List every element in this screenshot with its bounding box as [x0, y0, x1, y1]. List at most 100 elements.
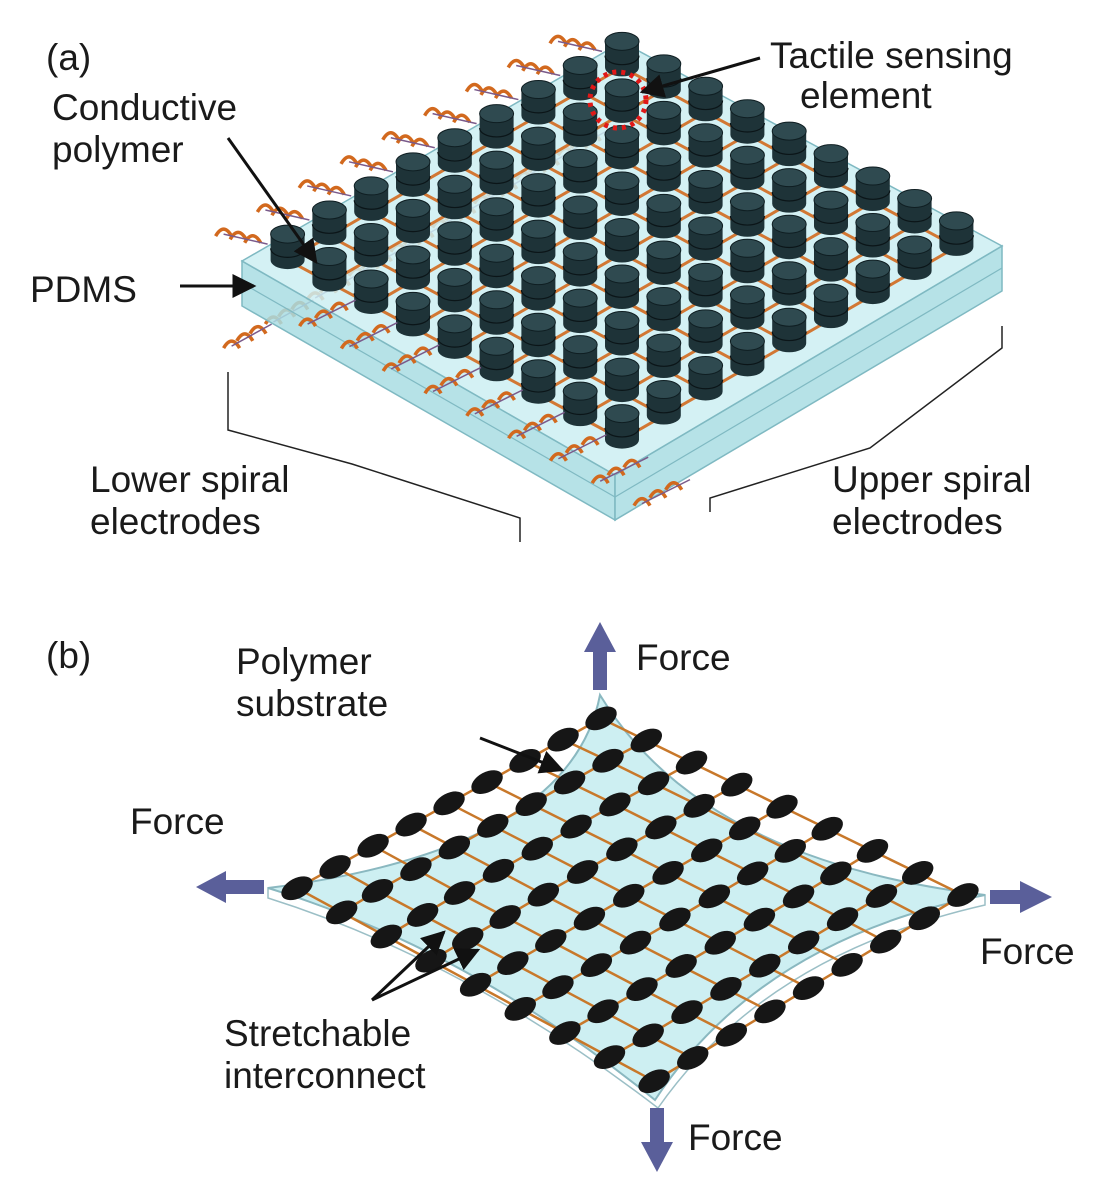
- element-band: [688, 240, 724, 250]
- arrow-stem-up: [593, 650, 607, 690]
- tactile-element: [479, 336, 515, 382]
- sensor-element: [325, 900, 358, 925]
- element-body: [814, 293, 848, 329]
- element-top: [604, 404, 640, 424]
- polymer-label-line1: Polymer: [236, 641, 372, 682]
- element-band: [604, 195, 640, 205]
- electrode-coil: [521, 62, 541, 72]
- element-band: [813, 307, 849, 318]
- element-top: [395, 291, 431, 311]
- electrode-coil: [354, 158, 374, 169]
- element-body: [521, 275, 556, 311]
- tactile-element: [813, 237, 849, 282]
- sensor-element: [721, 772, 753, 797]
- tactile-element: [813, 144, 849, 189]
- element-band: [771, 145, 807, 156]
- electrode-coil: [590, 474, 610, 485]
- element-top: [688, 123, 724, 143]
- panel-b-tag: (b): [46, 635, 91, 676]
- element-body: [688, 318, 723, 354]
- element-band: [688, 193, 724, 204]
- tactile-element: [353, 176, 389, 221]
- element-body: [521, 136, 556, 172]
- tactile-element: [855, 259, 891, 305]
- element-top: [646, 380, 682, 400]
- sensor-element: [754, 999, 786, 1024]
- sensor-element: [400, 857, 432, 882]
- electrode-coil: [522, 421, 542, 432]
- element-band: [437, 198, 473, 209]
- arrow-head-up: [584, 622, 616, 652]
- tactile-element: [437, 221, 473, 266]
- element-band: [813, 167, 849, 178]
- lower-electrode-tail: [222, 323, 272, 350]
- element-body: [897, 244, 932, 280]
- tactile-element: [562, 195, 598, 241]
- element-body: [605, 180, 639, 216]
- sensor-element: [869, 929, 902, 954]
- electrode-wire: [390, 344, 440, 370]
- electrode-wire: [557, 40, 603, 53]
- element-band: [646, 357, 682, 367]
- sensor-element: [515, 792, 547, 817]
- sensor-element: [361, 878, 394, 903]
- element-body: [646, 110, 681, 146]
- tactile-element: [479, 150, 515, 196]
- tactile-label-line1: Tactile sensing: [770, 35, 1013, 76]
- force-label-bottom: Force: [688, 1117, 783, 1158]
- arrow-head-right: [1020, 881, 1052, 913]
- element-top: [562, 195, 598, 215]
- sensor-element: [357, 833, 389, 858]
- electrode-coil: [381, 131, 401, 141]
- element-body: [772, 131, 807, 167]
- tactile-element: [562, 242, 598, 287]
- upper-electrode-tail-left: [214, 227, 268, 245]
- element-body: [646, 296, 681, 332]
- element-top: [855, 259, 891, 279]
- tactile-element: [562, 381, 598, 427]
- sensor-element: [728, 816, 761, 841]
- electrode-coil: [465, 407, 485, 417]
- element-band: [562, 358, 598, 369]
- sensor-element: [774, 838, 807, 863]
- tactile-element: [562, 102, 598, 147]
- element-body: [312, 256, 347, 292]
- element-band: [311, 224, 347, 234]
- element-top: [771, 261, 807, 281]
- sensor-element: [592, 748, 624, 773]
- sensor-element: [637, 771, 670, 796]
- element-body: [437, 137, 472, 173]
- element-body: [688, 179, 723, 215]
- upper-electrode-tail-left: [381, 131, 435, 149]
- sensor-element: [856, 838, 889, 863]
- element-band: [437, 291, 473, 302]
- sensor-element: [542, 975, 574, 1000]
- electrode-coil: [339, 339, 359, 350]
- force-label-left: Force: [130, 801, 225, 842]
- panel-b: (b) Polymer substrate Force Force Force …: [46, 622, 1075, 1172]
- tactile-element: [813, 283, 849, 329]
- element-body: [730, 248, 765, 284]
- electrode-coil: [222, 339, 242, 350]
- element-top: [646, 286, 682, 306]
- element-band: [353, 293, 389, 303]
- tactile-element: [353, 222, 389, 268]
- tactile-element: [479, 243, 515, 289]
- tactile-element: [562, 149, 598, 194]
- element-top: [646, 100, 682, 120]
- element-top: [520, 173, 556, 193]
- sensor-element: [281, 876, 313, 901]
- tactile-element: [562, 55, 598, 101]
- electrode-wire: [474, 389, 524, 415]
- element-body: [396, 301, 430, 337]
- tactile-element: [729, 331, 765, 377]
- element-top: [479, 243, 515, 263]
- element-body: [563, 158, 598, 194]
- electrode-coil: [548, 452, 568, 462]
- element-band: [604, 334, 640, 345]
- upper-electrode-tail-left: [548, 34, 603, 53]
- interconnect-label-line1: Stretchable: [224, 1013, 411, 1054]
- electrode-wire: [599, 456, 649, 482]
- element-body: [605, 41, 639, 77]
- tactile-element: [520, 266, 556, 311]
